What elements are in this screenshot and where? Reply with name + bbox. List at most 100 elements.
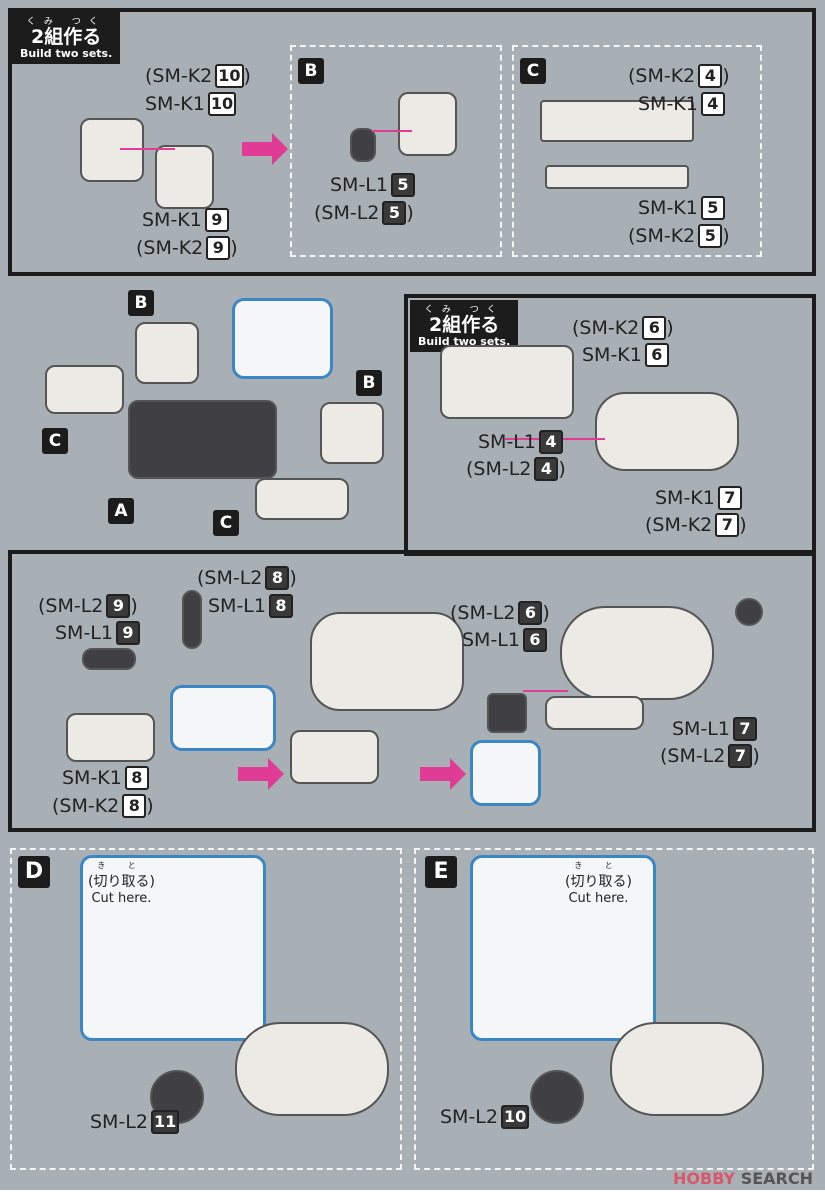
part-k-piece bbox=[235, 1022, 389, 1116]
step-panel-lower bbox=[8, 550, 816, 832]
badge-a: A bbox=[108, 498, 134, 524]
part-number-white: 6 bbox=[642, 316, 667, 340]
badge-c: C bbox=[520, 58, 546, 84]
part-k-piece bbox=[545, 696, 644, 730]
sub-panel-b bbox=[290, 45, 502, 257]
paren: ) bbox=[666, 317, 674, 339]
cut-english: Cut here. bbox=[568, 891, 629, 906]
paren: ) bbox=[406, 202, 414, 224]
assembly-arrow bbox=[120, 148, 175, 150]
part-b-assembly bbox=[320, 402, 384, 464]
part-number-dark: 7 bbox=[732, 717, 757, 741]
paren: ) bbox=[752, 745, 760, 767]
step-arrow bbox=[420, 758, 466, 790]
part-code: (SM-K2 bbox=[52, 795, 120, 817]
paren: ) bbox=[230, 237, 238, 259]
furigana: くみ つく bbox=[26, 17, 106, 27]
part-number-white: 7 bbox=[717, 486, 742, 510]
part-number-white: 4 bbox=[700, 92, 725, 116]
part-code: SM-L2 bbox=[90, 1111, 148, 1133]
part-number-white: 9 bbox=[204, 208, 229, 232]
badge-b: B bbox=[298, 58, 324, 84]
part-number-dark: 9 bbox=[115, 621, 140, 645]
paren: ) bbox=[130, 595, 138, 617]
part-l-cap bbox=[735, 598, 763, 626]
part-l-piece bbox=[182, 590, 202, 649]
cut-japanese: (切り取る) bbox=[88, 874, 155, 890]
paren: ) bbox=[722, 65, 730, 87]
badge-c: C bbox=[213, 510, 239, 536]
part-number-dark: 6 bbox=[518, 601, 543, 625]
part-l-piece bbox=[350, 128, 376, 162]
paren: ) bbox=[722, 225, 730, 247]
part-code: SM-K1 bbox=[638, 197, 698, 219]
part-c-piece bbox=[255, 478, 349, 520]
part-k-piece bbox=[155, 145, 214, 209]
part-number-white: 10 bbox=[215, 64, 244, 88]
part-k-piece bbox=[595, 392, 739, 471]
part-code: SM-L1 bbox=[208, 595, 266, 617]
part-number-dark: 11 bbox=[150, 1110, 180, 1134]
part-number-dark: 7 bbox=[728, 744, 753, 768]
part-c-piece bbox=[45, 365, 124, 414]
part-l-piece bbox=[82, 648, 136, 670]
furigana: くみ つく bbox=[424, 305, 504, 315]
part-k-piece bbox=[560, 606, 714, 700]
cut-japanese: (切り取る) bbox=[565, 874, 632, 890]
part-code: SM-L1 bbox=[55, 622, 113, 644]
detail-callout bbox=[170, 685, 276, 751]
badge-b: B bbox=[356, 370, 382, 396]
part-code: SM-L1 bbox=[330, 174, 388, 196]
cut-here-note: き と (切り取る) Cut here. bbox=[88, 860, 155, 906]
assembly-arrow bbox=[523, 690, 568, 692]
part-code: (SM-L2 bbox=[38, 595, 104, 617]
part-number-white: 5 bbox=[698, 224, 723, 248]
furigana: き と bbox=[574, 861, 623, 870]
part-number-white: 4 bbox=[698, 64, 723, 88]
part-code: (SM-L2 bbox=[660, 745, 726, 767]
part-l-piece bbox=[487, 693, 527, 733]
cut-here-note: き と (切り取る) Cut here. bbox=[565, 860, 632, 906]
part-code: SM-L2 bbox=[440, 1106, 498, 1128]
paren: ) bbox=[289, 567, 297, 589]
build-japanese: 2組作る bbox=[429, 314, 500, 336]
part-k-piece bbox=[540, 100, 694, 142]
cut-here-callout bbox=[470, 855, 656, 1041]
build-japanese: 2組作る bbox=[31, 26, 102, 48]
part-code: SM-L1 bbox=[672, 718, 730, 740]
part-k-piece bbox=[440, 345, 574, 419]
part-k-piece bbox=[80, 118, 144, 182]
part-code: (SM-L2 bbox=[450, 602, 516, 624]
build-english: Build two sets. bbox=[20, 47, 113, 60]
part-number-white: 9 bbox=[206, 236, 231, 260]
part-a-body bbox=[128, 400, 277, 479]
step-arrow bbox=[242, 133, 288, 165]
part-code: (SM-K2 bbox=[628, 225, 696, 247]
part-number-white: 10 bbox=[207, 92, 237, 116]
cut-here-callout bbox=[80, 855, 266, 1041]
part-number-white: 8 bbox=[122, 794, 147, 818]
part-k-piece bbox=[66, 713, 155, 762]
detail-callout bbox=[232, 298, 333, 379]
paren: ) bbox=[558, 458, 566, 480]
badge-d: D bbox=[18, 856, 50, 888]
part-code: (SM-L2 bbox=[466, 458, 532, 480]
part-k-piece bbox=[398, 92, 457, 156]
detail-callout bbox=[470, 740, 541, 806]
